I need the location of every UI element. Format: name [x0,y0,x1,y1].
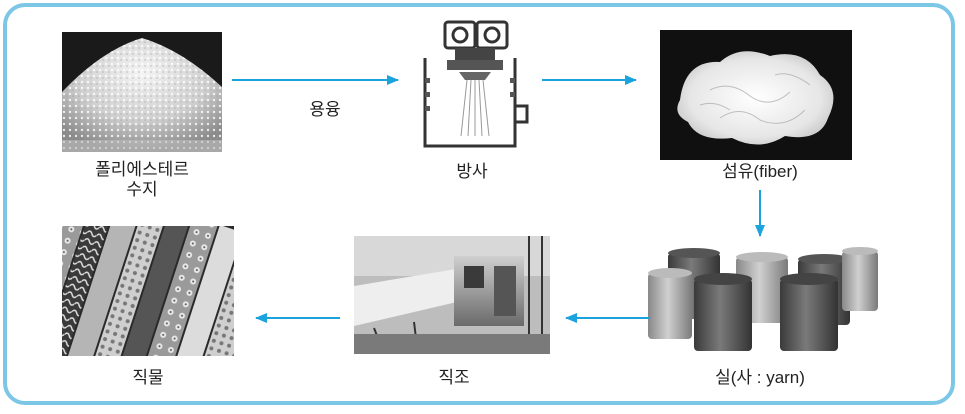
fabric-image [62,226,234,356]
weaving-machine-image [354,236,550,354]
fiber-image [660,30,852,160]
fiber-label: 섬유(fiber) [722,162,798,181]
resin-label: 폴리에스테르 수지 [72,160,212,200]
resin-label-line2: 수지 [126,180,158,199]
resin-label-line1: 폴리에스테르 [95,160,189,179]
yarn-label: 실(사 : yarn) [715,368,805,387]
spinning-machine-image [415,18,530,153]
yarn-image [648,243,882,356]
weaving-label: 직조 [438,368,470,387]
spinning-label: 방사 [456,162,488,181]
melting-label: 용융 [309,100,341,119]
fabric-label: 직물 [132,368,164,387]
resin-image [62,32,222,152]
